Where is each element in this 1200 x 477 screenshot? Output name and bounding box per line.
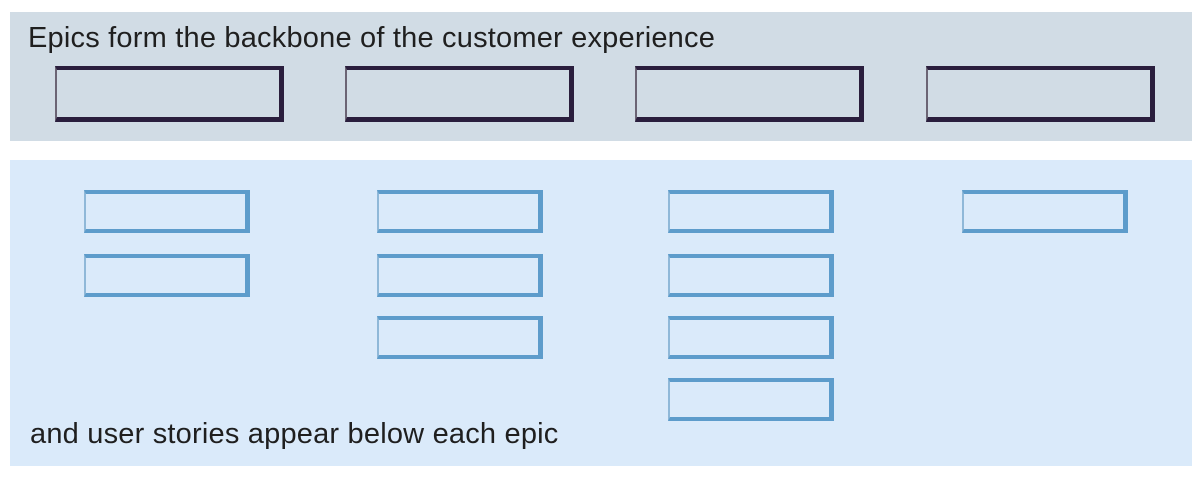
epics-band: Epics form the backbone of the customer … — [10, 12, 1192, 141]
stories-band: and user stories appear below each epic — [10, 160, 1192, 466]
story-card — [668, 190, 834, 233]
story-card — [668, 316, 834, 359]
story-card — [84, 254, 250, 297]
story-card — [668, 254, 834, 297]
epic-card — [345, 66, 574, 122]
stories-caption: and user stories appear below each epic — [30, 418, 559, 450]
story-card — [377, 316, 543, 359]
story-card — [962, 190, 1128, 233]
story-card — [668, 378, 834, 421]
epic-card — [635, 66, 864, 122]
story-card — [377, 190, 543, 233]
story-card — [377, 254, 543, 297]
epics-caption: Epics form the backbone of the customer … — [28, 22, 716, 54]
epic-card — [926, 66, 1155, 122]
story-card — [84, 190, 250, 233]
epic-card — [55, 66, 284, 122]
